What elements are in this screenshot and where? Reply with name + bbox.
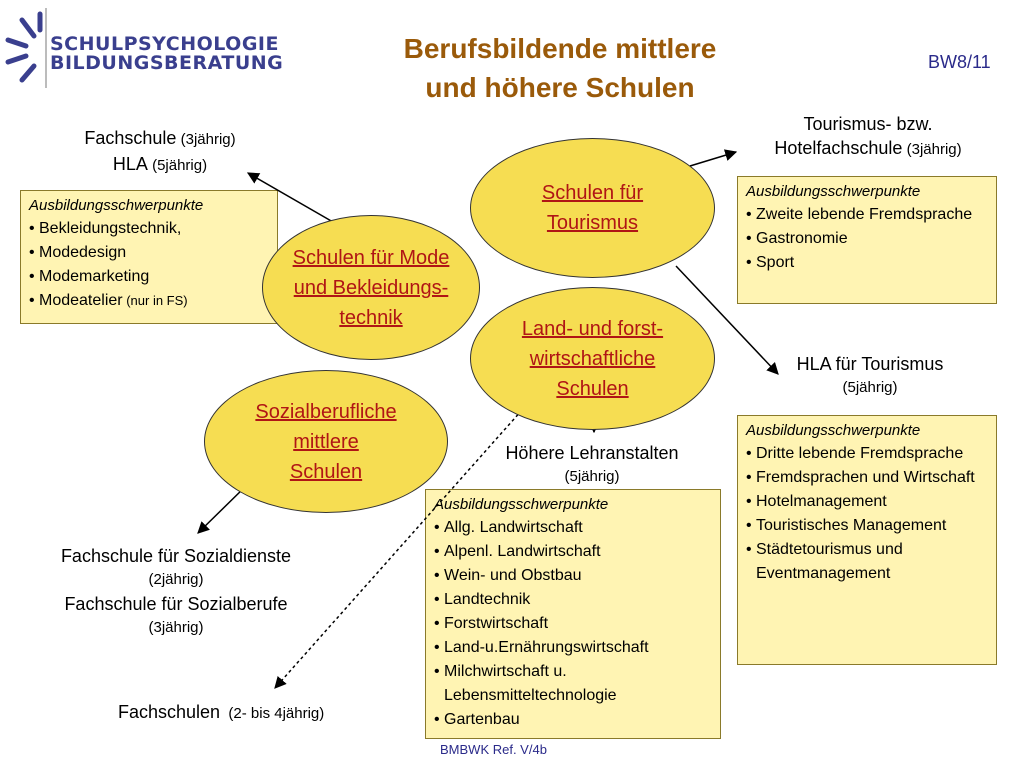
label-note: (2jährig) [148, 571, 204, 588]
label-hla-tourism: HLA für Tourismus (5jährig) [760, 352, 980, 400]
ellipse-land-forst: Land- und forst- wirtschaftliche Schulen [470, 287, 715, 430]
list-item-main: Modeatelier [39, 292, 123, 309]
list-item: Modedesign [29, 241, 271, 265]
label-main: Tourismus- bzw. [803, 114, 933, 134]
logo-text-line2: BILDUNGSBERATUNG [50, 52, 284, 74]
list-item: Hotelmanagement [746, 490, 990, 514]
label-main: Fachschule für Sozialdienste [60, 546, 292, 566]
list-item: Land-u.Ernährungswirtschaft [434, 636, 714, 660]
ellipse-tourismus: Schulen für Tourismus [470, 138, 715, 278]
ellipse-text: wirtschaftliche [529, 347, 656, 370]
box-heading: Ausbildungsschwerpunkte [434, 496, 609, 513]
label-main: Fachschule [84, 128, 177, 148]
label-note: (5jährig) [564, 468, 620, 485]
list-item: Touristisches Management [746, 514, 990, 538]
mode-training-box: Ausbildungsschwerpunkte Bekleidungstechn… [20, 190, 278, 324]
page-title-line2: und höhere Schulen [425, 72, 695, 103]
ellipse-text: technik [339, 306, 403, 329]
label-note: (2- bis 4jährig) [220, 705, 325, 722]
list-item: Gastronomie [746, 227, 990, 251]
label-mode-schools: Fachschule (3jährig) HLA (5jährig) [40, 126, 280, 178]
list-item: Wein- und Obstbau [434, 564, 714, 588]
land-training-box: Ausbildungsschwerpunkte Allg. Landwirtsc… [425, 489, 721, 739]
label-fachschulen: Fachschulen (2- bis 4jährig) [118, 700, 418, 726]
list-item: Städtetourismus und Eventmanagement [746, 538, 990, 586]
label-sozial-fachschulen: Fachschule für Sozialdienste (2jährig) F… [18, 544, 334, 640]
ellipse-text: und Bekleidungs- [293, 276, 449, 299]
label-main: HLA [112, 154, 148, 174]
arrow-tourismus-to-hotelfachschule [689, 149, 738, 167]
list-item: Gartenbau [434, 708, 714, 732]
label-note: (3jährig) [902, 141, 962, 158]
ellipse-text: Schulen [556, 377, 629, 400]
list-item: Landtechnik [434, 588, 714, 612]
list-item: Zweite lebende Fremdsprache [746, 203, 990, 227]
list-item: Sport [746, 251, 990, 275]
arrow-tourismus-to-hla [675, 265, 779, 375]
tourism-training-box: Ausbildungsschwerpunkte Zweite lebende F… [737, 176, 997, 304]
label-main: Fachschule für Sozialberufe [64, 594, 288, 614]
hla-tourism-training-box: Ausbildungsschwerpunkte Dritte lebende F… [737, 415, 997, 665]
label-main: Höhere Lehranstalten [505, 443, 679, 463]
ellipse-text: Tourismus [546, 212, 639, 234]
label-note: (3jährig) [176, 131, 236, 148]
logo-text-line1: SCHULPSYCHOLOGIE [50, 33, 279, 55]
list-item: Modeatelier (nur in FS) [29, 289, 271, 313]
footer-text: BMBWK Ref. V/4b [440, 742, 547, 757]
ellipse-text: Schulen für [541, 182, 644, 204]
label-main: HLA für Tourismus [796, 354, 944, 374]
box-heading: Ausbildungsschwerpunkte [746, 183, 921, 200]
label-hoehere-lehranstalten: Höhere Lehranstalten (5jährig) [472, 441, 712, 489]
list-item: Dritte lebende Fremdsprache [746, 442, 990, 466]
ellipse-sozial: Sozialberufliche mittlere Schulen [204, 370, 448, 513]
arrow-mode-to-fachschule [246, 172, 334, 223]
ellipse-text: Schulen für Mode [292, 246, 450, 269]
label-tourism-schools: Tourismus- bzw. Hotelfachschule (3jährig… [738, 112, 998, 162]
slide-code: BW8/11 [928, 52, 991, 72]
ellipse-mode: Schulen für Mode und Bekleidungs- techni… [262, 215, 480, 360]
list-item: Allg. Landwirtschaft [434, 516, 714, 540]
label-note: (5jährig) [842, 379, 898, 396]
ellipse-text: Schulen [289, 460, 363, 483]
label-note: (5jährig) [147, 157, 208, 174]
list-item: Milchwirtschaft u. Lebensmitteltechnolog… [434, 660, 714, 708]
list-item: Fremdsprachen und Wirtschaft [746, 466, 990, 490]
box-heading: Ausbildungsschwerpunkte [29, 197, 204, 214]
label-note: (3jährig) [148, 619, 204, 636]
list-item: Alpenl. Landwirtschaft [434, 540, 714, 564]
list-item: Forstwirtschaft [434, 612, 714, 636]
ellipse-text: Land- und forst- [521, 317, 664, 340]
arrow-land-to-fachschulen [274, 409, 523, 689]
list-item: Bekleidungstechnik, [29, 217, 271, 241]
label-main: Fachschulen [118, 702, 221, 722]
label-main: Hotelfachschule [774, 138, 903, 158]
list-item: Modemarketing [29, 265, 271, 289]
ellipse-text: Sozialberufliche [255, 400, 397, 423]
page-title-line1: Berufsbildende mittlere [403, 33, 717, 64]
box-heading: Ausbildungsschwerpunkte [746, 422, 921, 439]
logo-rays-icon [5, 8, 47, 88]
list-item-note: (nur in FS) [122, 293, 188, 308]
ellipse-text: mittlere [293, 430, 359, 453]
